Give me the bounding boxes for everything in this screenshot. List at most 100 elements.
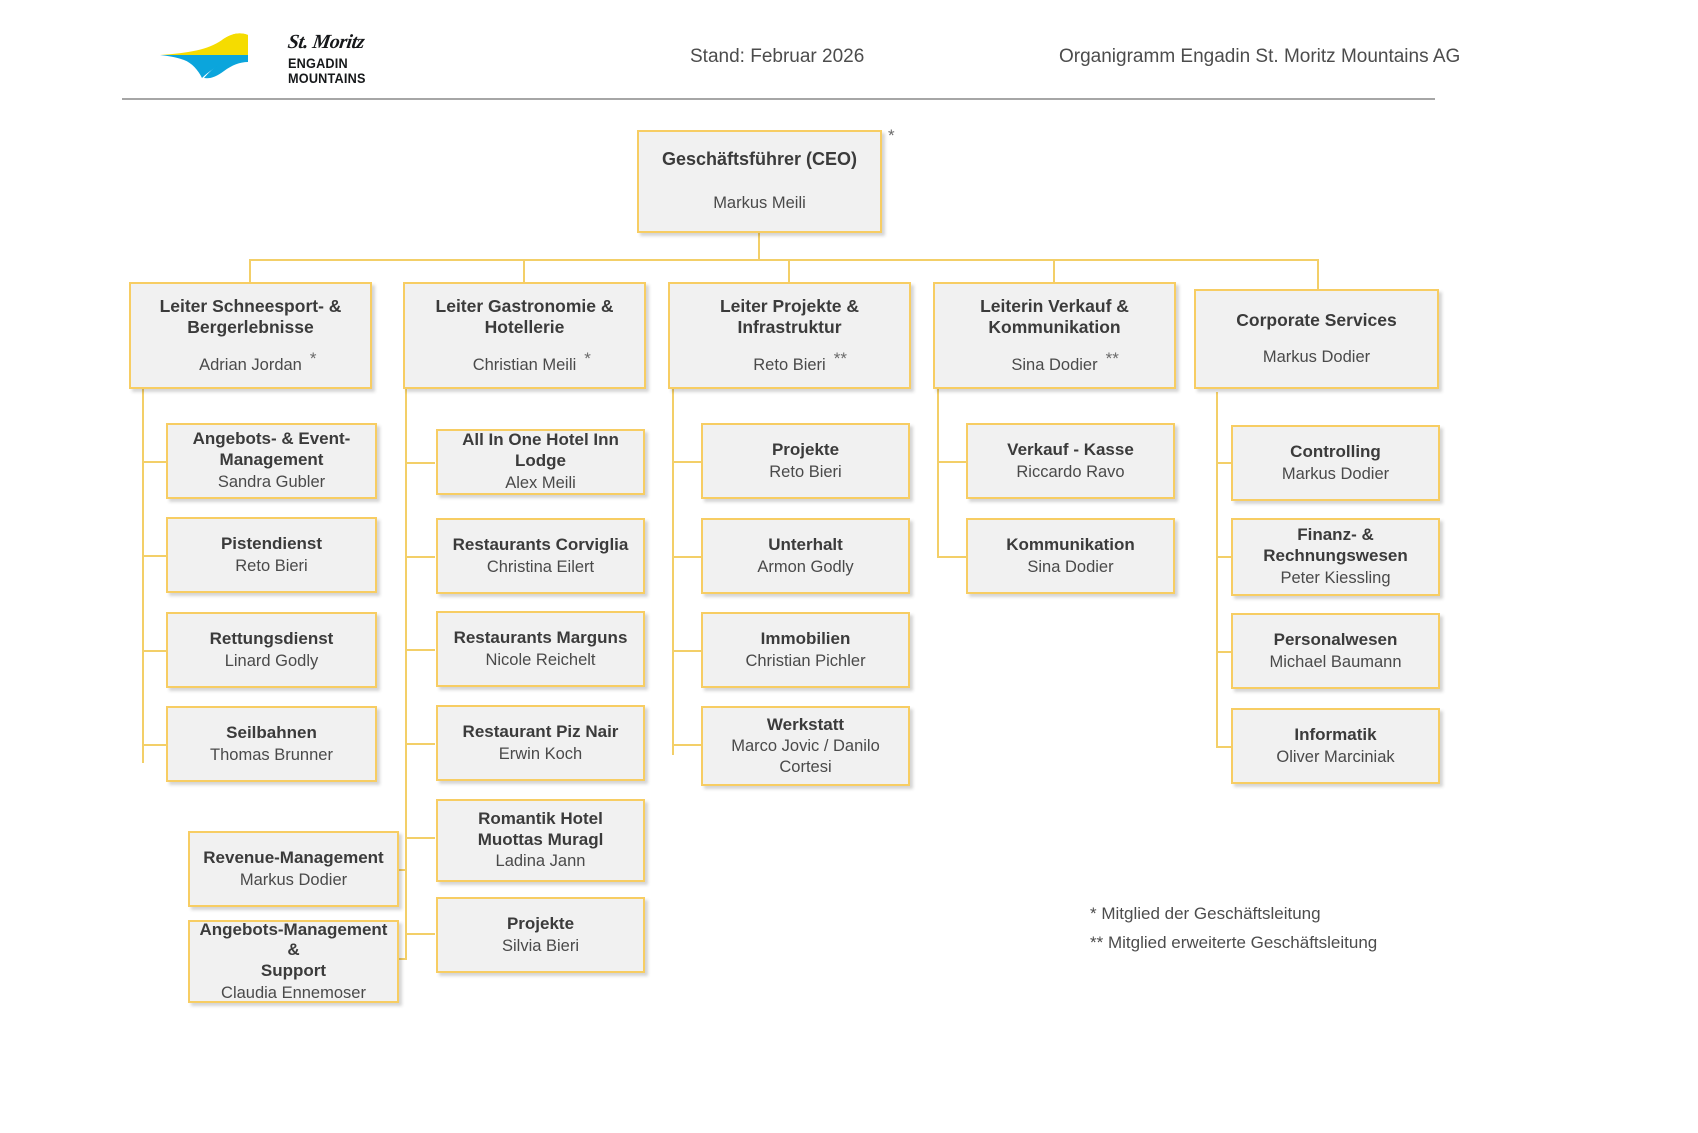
node-person: Markus Dodier bbox=[1262, 348, 1371, 367]
node-revenue-management[interactable]: Revenue-Management Markus Dodier bbox=[188, 831, 399, 907]
node-unterhalt[interactable]: Unterhalt Armon Godly bbox=[701, 518, 910, 594]
node-division-corporate-services[interactable]: Corporate Services Markus Dodier bbox=[1194, 289, 1439, 389]
node-title: Geschäftsführer (CEO) bbox=[661, 149, 858, 170]
connector-branch-1-2 bbox=[142, 555, 167, 557]
connector-branch-2-6 bbox=[405, 933, 435, 935]
connector-branch-4-1 bbox=[937, 461, 967, 463]
node-title: Immobilien bbox=[760, 628, 851, 648]
node-verkauf-kasse[interactable]: Verkauf - Kasse Riccardo Ravo bbox=[966, 423, 1175, 499]
legend: * Mitglied der Geschäftsleitung ** Mitgl… bbox=[1090, 900, 1377, 958]
connector-branch-5-2 bbox=[1216, 556, 1232, 558]
node-mark: ** bbox=[1105, 348, 1119, 368]
mountain-swoosh-icon bbox=[160, 33, 248, 79]
node-name: Reto Bieri** bbox=[753, 349, 847, 376]
logo-subtitle-text: ENGADIN MOUNTAINS bbox=[288, 56, 366, 86]
node-title: Leiter Projekte & Infrastruktur bbox=[719, 295, 860, 338]
node-person: Markus Meili bbox=[713, 194, 806, 213]
node-title: Controlling bbox=[1290, 441, 1381, 461]
node-name: Reto Bieri bbox=[769, 462, 842, 481]
node-title: Angebots- & Event- Management bbox=[192, 429, 351, 470]
node-division-projekte[interactable]: Leiter Projekte & Infrastruktur Reto Bie… bbox=[668, 282, 911, 389]
node-title: Angebots-Management & Support bbox=[199, 919, 388, 981]
node-romantik-hotel-muottas-muragl[interactable]: Romantik Hotel Muottas Muragl Ladina Jan… bbox=[436, 799, 645, 882]
node-title: Personalwesen bbox=[1273, 629, 1398, 649]
node-angebots-event-management[interactable]: Angebots- & Event- Management Sandra Gub… bbox=[166, 423, 377, 499]
node-title: Rettungsdienst bbox=[209, 628, 334, 648]
chart-date: Stand: Februar 2026 bbox=[690, 46, 865, 67]
connector-branch-2-2 bbox=[405, 556, 435, 558]
node-seilbahnen[interactable]: Seilbahnen Thomas Brunner bbox=[166, 706, 377, 782]
node-title: Leiterin Verkauf & Kommunikation bbox=[980, 295, 1129, 338]
node-gastronomie-projekte[interactable]: Projekte Silvia Bieri bbox=[436, 897, 645, 973]
node-finanz-rechnungswesen[interactable]: Finanz- & Rechnungswesen Peter Kiessling bbox=[1231, 518, 1440, 596]
node-person: Sina Dodier bbox=[1011, 355, 1098, 374]
node-name: Christian Meili* bbox=[473, 349, 591, 376]
connector-branch-3-1 bbox=[672, 461, 702, 463]
node-title: Romantik Hotel Muottas Muragl bbox=[477, 808, 604, 849]
connector-branch-5-4 bbox=[1216, 746, 1232, 748]
node-name: Ladina Jann bbox=[495, 852, 586, 871]
node-all-in-one-hotel-inn-lodge[interactable]: All In One Hotel Inn Lodge Alex Meili bbox=[436, 429, 645, 495]
node-title: Leiter Gastronomie & Hotellerie bbox=[435, 295, 614, 338]
node-controlling[interactable]: Controlling Markus Dodier bbox=[1231, 425, 1440, 501]
connector-spine-1 bbox=[142, 385, 144, 763]
connector-branch-5-1 bbox=[1216, 462, 1232, 464]
node-rettungsdienst[interactable]: Rettungsdienst Linard Godly bbox=[166, 612, 377, 688]
company-logo: St. Moritz ENGADIN MOUNTAINS bbox=[160, 28, 390, 86]
node-division-schneesport[interactable]: Leiter Schneesport- & Bergerlebnisse Adr… bbox=[129, 282, 372, 389]
connector-branch-5-3 bbox=[1216, 651, 1232, 653]
node-informatik[interactable]: Informatik Oliver Marciniak bbox=[1231, 708, 1440, 784]
node-kommunikation[interactable]: Kommunikation Sina Dodier bbox=[966, 518, 1175, 594]
node-name: Markus Meili* bbox=[713, 126, 894, 214]
node-restaurant-piz-nair[interactable]: Restaurant Piz Nair Erwin Koch bbox=[436, 705, 645, 781]
node-title: Projekte bbox=[771, 439, 840, 459]
node-title: Restaurants Marguns bbox=[453, 627, 628, 647]
node-name: Oliver Marciniak bbox=[1276, 747, 1395, 766]
node-title: Projekte bbox=[506, 913, 575, 933]
connector-branch-1-3 bbox=[142, 650, 167, 652]
header-divider bbox=[122, 98, 1435, 100]
node-title: Verkauf - Kasse bbox=[1007, 439, 1134, 459]
node-title: Unterhalt bbox=[768, 534, 843, 554]
node-name: Adrian Jordan* bbox=[199, 349, 316, 376]
node-name: Linard Godly bbox=[224, 651, 319, 670]
node-division-verkauf[interactable]: Leiterin Verkauf & Kommunikation Sina Do… bbox=[933, 282, 1176, 389]
node-restaurants-marguns[interactable]: Restaurants Marguns Nicole Reichelt bbox=[436, 611, 645, 687]
connector-branch-3-3 bbox=[672, 650, 702, 652]
connector-branch-1-4 bbox=[142, 744, 167, 746]
node-title: Seilbahnen bbox=[226, 722, 317, 742]
node-person: Adrian Jordan bbox=[199, 355, 302, 374]
node-personalwesen[interactable]: Personalwesen Michael Baumann bbox=[1231, 613, 1440, 689]
node-division-gastronomie[interactable]: Leiter Gastronomie & Hotellerie Christia… bbox=[403, 282, 646, 389]
legend-item-erweiterte-gl: ** Mitglied erweiterte Geschäftsleitung bbox=[1090, 932, 1378, 952]
node-mark: * bbox=[584, 348, 591, 368]
node-name: Michael Baumann bbox=[1269, 652, 1402, 671]
node-werkstatt[interactable]: Werkstatt Marco Jovic / Danilo Cortesi bbox=[701, 706, 910, 786]
node-name: Christina Eilert bbox=[486, 557, 595, 576]
node-name: Peter Kiessling bbox=[1280, 568, 1391, 587]
node-name: Silvia Bieri bbox=[501, 936, 580, 955]
logo-wordmark: St. Moritz ENGADIN MOUNTAINS bbox=[286, 31, 408, 86]
connector-drop-2 bbox=[523, 259, 525, 282]
node-title: Pistendienst bbox=[220, 533, 323, 553]
node-name: Sandra Gubler bbox=[217, 472, 326, 491]
node-name: Nicole Reichelt bbox=[485, 650, 596, 669]
node-immobilien[interactable]: Immobilien Christian Pichler bbox=[701, 612, 910, 688]
node-ceo[interactable]: Geschäftsführer (CEO) Markus Meili* bbox=[637, 126, 895, 233]
connector-branch-4-2 bbox=[937, 556, 967, 558]
node-projekte[interactable]: Projekte Reto Bieri bbox=[701, 423, 910, 499]
node-pistendienst[interactable]: Pistendienst Reto Bieri bbox=[166, 517, 377, 593]
node-name: Sina Dodier bbox=[1027, 557, 1114, 576]
logo-script-text: St. Moritz bbox=[286, 31, 366, 53]
node-name: Armon Godly bbox=[757, 557, 854, 576]
node-name: Markus Dodier bbox=[239, 870, 348, 889]
node-title: Restaurants Corviglia bbox=[452, 534, 629, 554]
node-name: Claudia Ennemoser bbox=[221, 983, 366, 1002]
connector-drop-5 bbox=[1317, 259, 1319, 289]
node-angebots-management-support[interactable]: Angebots-Management & Support Claudia En… bbox=[188, 920, 399, 1003]
connector-ceo-stem bbox=[758, 232, 760, 260]
node-restaurants-corviglia[interactable]: Restaurants Corviglia Christina Eilert bbox=[436, 518, 645, 594]
node-title: Kommunikation bbox=[1006, 534, 1135, 554]
node-name: Sina Dodier ** bbox=[1011, 349, 1118, 376]
